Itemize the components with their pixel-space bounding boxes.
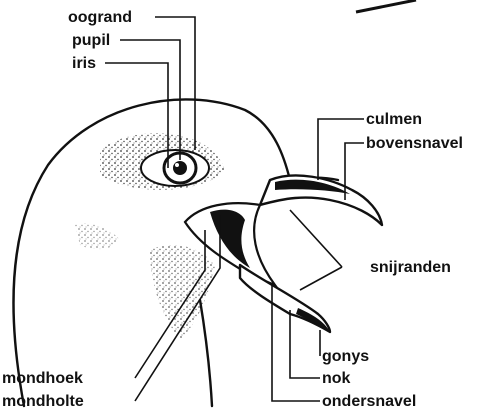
label-snijranden: snijranden [370,259,451,276]
label-culmen: culmen [366,111,422,128]
label-mondhoek: mondhoek [2,370,83,387]
label-bovensnavel: bovensnavel [366,135,463,152]
corner-mark [356,0,416,12]
label-ondersnavel: ondersnavel [322,393,416,410]
label-gonys: gonys [322,348,369,365]
eye-highlight-icon [175,163,179,167]
pupil-icon [173,161,187,175]
neck-outline [200,300,212,406]
label-iris: iris [72,55,96,72]
label-oogrand: oogrand [68,9,132,26]
nape-shading [75,223,120,249]
label-mondholte: mondholte [2,393,84,410]
label-nok: nok [322,370,351,387]
label-pupil: pupil [72,32,110,49]
